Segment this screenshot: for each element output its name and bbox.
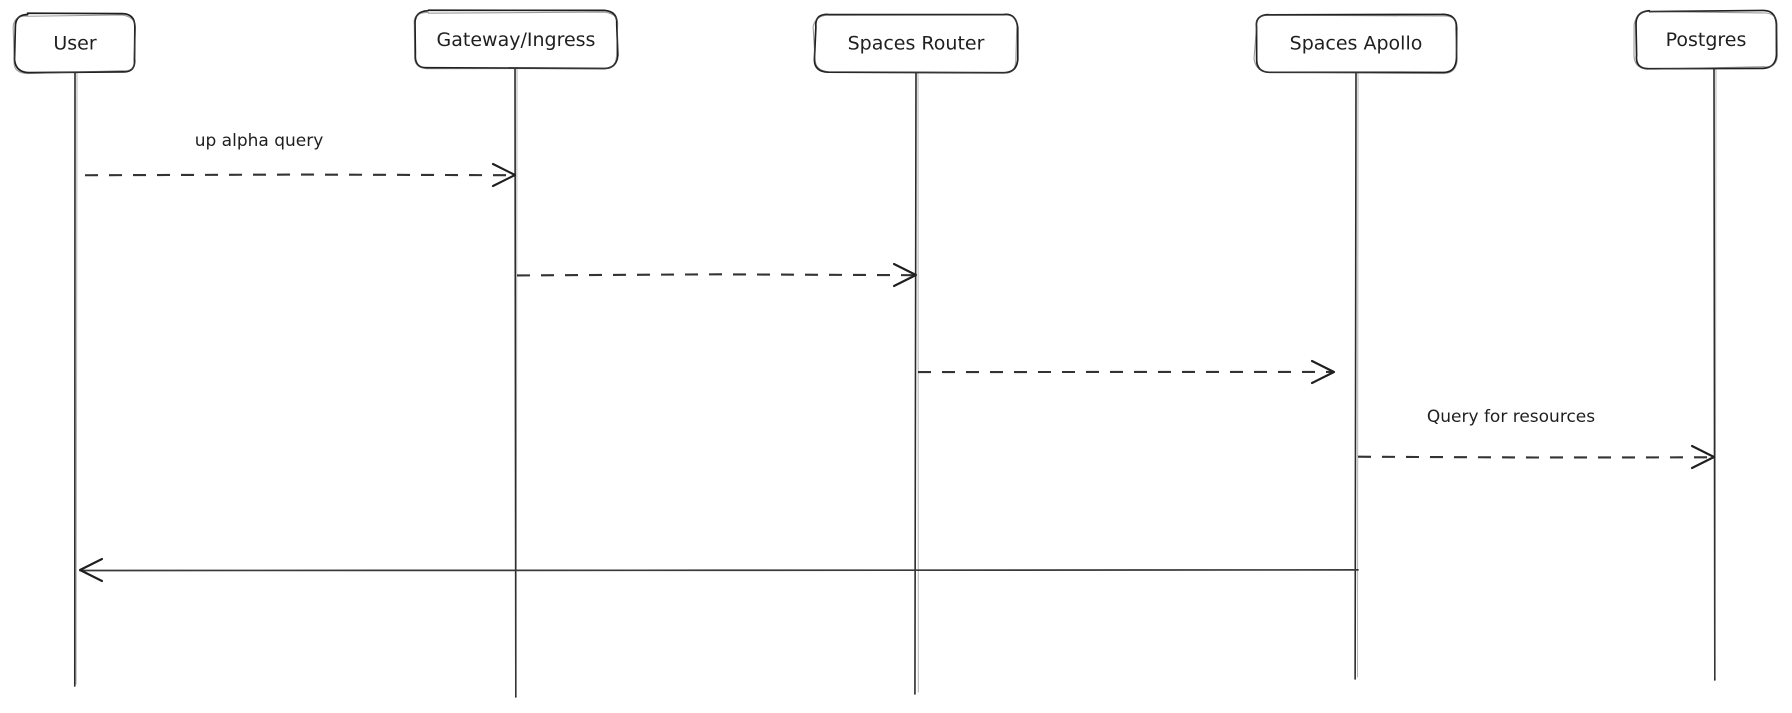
participant-box-sketch-stroke xyxy=(413,11,619,70)
lifeline-user xyxy=(73,71,78,687)
lifeline-postgres xyxy=(1713,67,1717,681)
message-line xyxy=(1357,455,1715,459)
participant-box-apollo[interactable]: Spaces Apollo xyxy=(1253,13,1458,75)
message-label: up alpha query xyxy=(195,131,324,151)
message-arrowhead xyxy=(491,162,517,188)
participant-box-postgres[interactable]: Postgres xyxy=(1633,9,1778,70)
participant-box-gateway[interactable]: Gateway/Ingress xyxy=(413,9,619,70)
participant-box-router[interactable]: Spaces Router xyxy=(812,13,1019,74)
lifeline-stroke xyxy=(914,71,917,695)
message-msg-3[interactable] xyxy=(917,359,1336,385)
lifeline-sketch-stroke xyxy=(515,68,518,696)
message-line xyxy=(79,569,1359,572)
lifeline-sketch-stroke xyxy=(1714,68,1717,679)
participant-box-sketch-stroke xyxy=(1253,14,1458,75)
message-line xyxy=(516,273,917,277)
lifeline-stroke xyxy=(1354,71,1357,680)
lifeline-sketch-stroke xyxy=(1356,72,1359,678)
message-line xyxy=(84,173,516,177)
lifeline-stroke xyxy=(1713,67,1716,681)
message-msg-5[interactable] xyxy=(78,557,1359,583)
participant-label-gateway: Gateway/Ingress xyxy=(437,29,596,51)
lifeline-apollo xyxy=(1354,71,1359,680)
message-arrowhead xyxy=(892,262,918,288)
participant-box-user[interactable]: User xyxy=(12,12,137,75)
message-arrowhead xyxy=(78,557,104,583)
message-msg-2[interactable] xyxy=(516,262,918,288)
participant-label-apollo: Spaces Apollo xyxy=(1290,33,1423,55)
participant-box-sketch-stroke xyxy=(812,14,1018,74)
participant-box-sketch-stroke xyxy=(12,14,137,75)
lifelines-group xyxy=(73,67,1717,698)
message-arrowhead xyxy=(1310,359,1336,385)
participant-boxes-group: User Gateway/Ingress Spaces Router Spaces A… xyxy=(12,9,1778,75)
participant-box-sketch-stroke xyxy=(1633,10,1778,70)
participant-box-outline xyxy=(13,12,136,74)
lifeline-stroke xyxy=(514,67,517,698)
lifeline-router xyxy=(914,71,919,695)
participant-label-user: User xyxy=(53,33,96,55)
message-label: Query for resources xyxy=(1427,407,1595,427)
message-msg-1[interactable]: up alpha query xyxy=(84,131,517,188)
participant-label-router: Spaces Router xyxy=(848,33,985,55)
lifeline-sketch-stroke xyxy=(75,72,78,685)
participant-label-postgres: Postgres xyxy=(1666,29,1747,51)
message-arrowhead xyxy=(1690,444,1716,470)
lifeline-gateway xyxy=(514,67,518,698)
message-msg-4[interactable]: Query for resources xyxy=(1357,407,1716,470)
